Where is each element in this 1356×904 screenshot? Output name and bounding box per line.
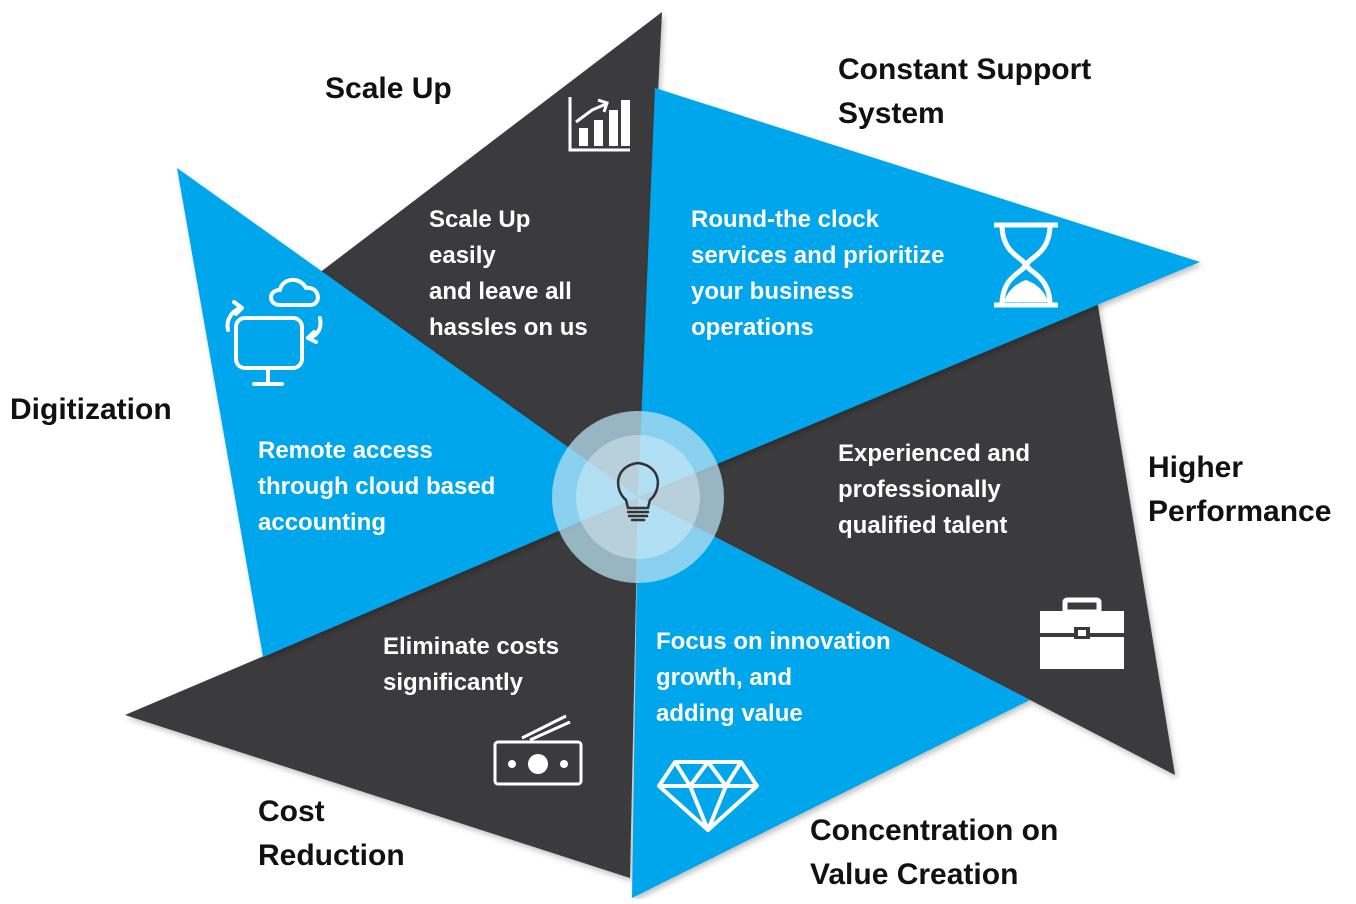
cloud-computer-icon [225, 278, 323, 386]
blade-value-creation [632, 497, 1030, 898]
description-cost-reduction: Eliminate costs significantly [383, 633, 560, 696]
description-digitization: Remote access through cloud based accoun… [258, 437, 496, 536]
center-ring [552, 411, 724, 583]
radio-icon [493, 714, 583, 786]
title-digitization: Digitization [10, 393, 172, 426]
blade-digitization [177, 168, 638, 657]
description-constant-support: Round-the clock services and prioritize … [691, 206, 945, 341]
growth-chart-icon [568, 97, 630, 152]
title-constant-support: Constant Support System [838, 53, 1092, 130]
blade-scale-up [310, 12, 662, 497]
title-value-creation: Concentration on Value Creation [810, 814, 1059, 891]
title-scale-up: Scale Up [325, 72, 452, 105]
briefcase-icon [1040, 597, 1124, 669]
title-higher-performance: Higher Performance [1148, 451, 1332, 528]
diamond-icon [657, 760, 759, 832]
blade-constant-support [638, 88, 1200, 497]
lightbulb-icon [616, 461, 660, 522]
center-disc [576, 435, 700, 559]
title-cost-reduction: Cost Reduction [258, 795, 405, 872]
description-scale-up: Scale Up easily and leave all hassles on… [429, 206, 588, 341]
description-higher-performance: Experienced and professionally qualified… [838, 440, 1031, 539]
description-value-creation: Focus on innovation growth, and adding v… [656, 628, 891, 727]
hourglass-icon [994, 222, 1058, 308]
